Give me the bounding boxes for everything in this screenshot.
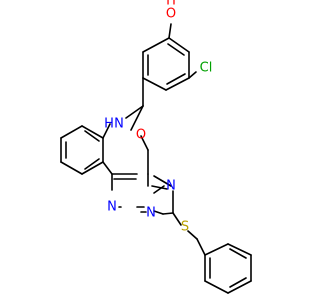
bond (81, 161, 104, 175)
nitrogen-atom-label: N (114, 117, 124, 132)
bond (125, 105, 144, 119)
bond (168, 23, 172, 39)
bond (102, 123, 111, 139)
bond (153, 185, 165, 194)
nitrogen-atom-label: N (146, 206, 156, 221)
bond (204, 280, 229, 294)
bond (84, 158, 100, 170)
oxygen-atom-label: O (136, 128, 146, 143)
bond (165, 77, 190, 91)
bond (227, 280, 252, 294)
bond (229, 277, 247, 288)
hydrogen-atom-label: H (104, 117, 114, 132)
bond (229, 248, 247, 259)
molecule-structure-diagram: O H Cl N H O N N N S (60, 0, 252, 294)
bond (166, 73, 186, 85)
bond (153, 210, 164, 215)
bond (172, 212, 182, 226)
bond (102, 161, 113, 175)
hydrogen-atom-label: H (166, 0, 176, 9)
bond (130, 105, 144, 131)
bond (140, 135, 149, 151)
oxygen-atom-label: O (166, 7, 176, 22)
bond (188, 71, 197, 79)
molecule-svg: O H Cl N H O N N N S (60, 0, 252, 294)
bond (196, 238, 206, 256)
bond (168, 37, 190, 53)
bond (60, 161, 83, 175)
bond (142, 77, 167, 91)
chlorine-atom-label: Cl (200, 61, 213, 76)
sulfur-atom-label: S (181, 220, 189, 235)
bond (81, 125, 104, 139)
bond (162, 212, 174, 215)
nitrogen-atom-label: N (107, 200, 117, 215)
bond (227, 243, 252, 256)
bond (204, 243, 229, 256)
bonds (60, 23, 252, 294)
bond (142, 37, 170, 53)
bond (151, 185, 168, 190)
atom-labels: O H Cl N H O N N N S (104, 0, 212, 235)
nitrogen-atom-label: N (166, 179, 176, 194)
bond (167, 43, 185, 56)
bond (60, 125, 83, 139)
bond (153, 175, 172, 187)
bond (84, 130, 100, 142)
bond (187, 230, 198, 240)
